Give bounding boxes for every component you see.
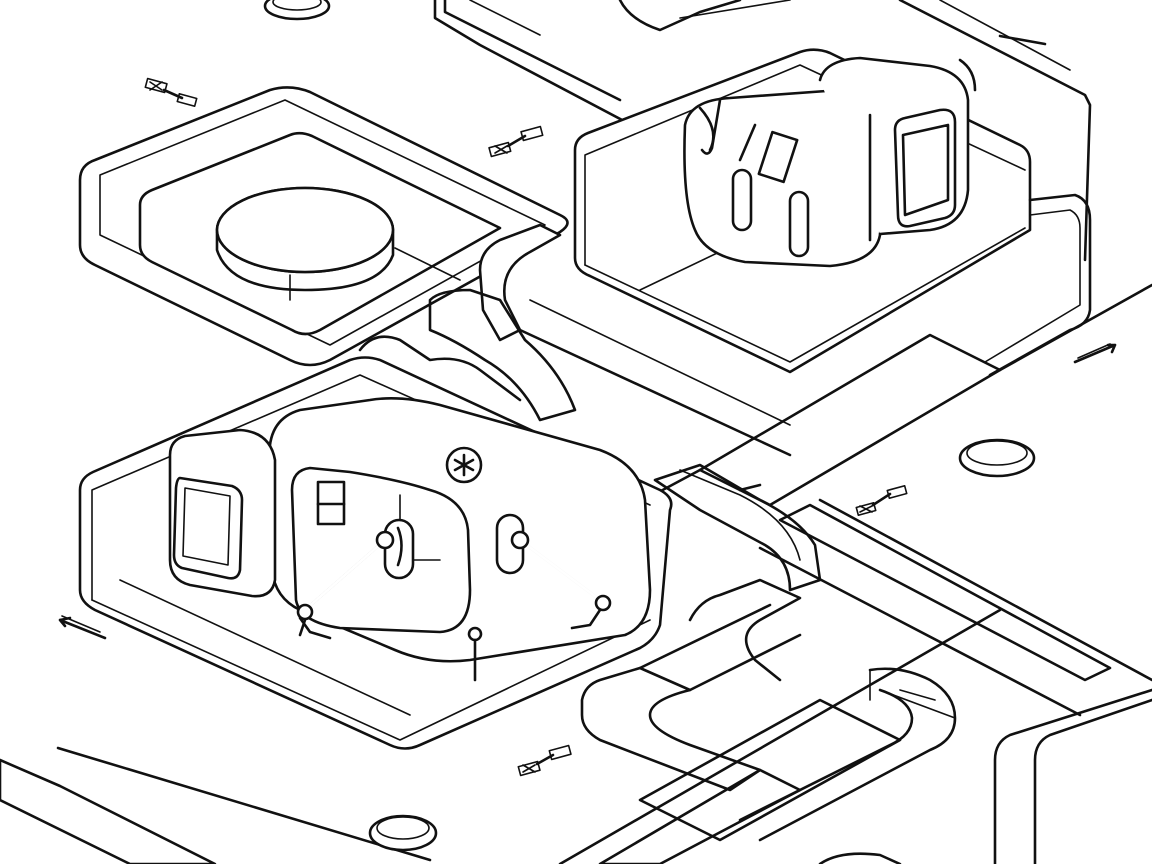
robotic-arm-left — [296, 518, 415, 640]
conveyor-lower-loop — [580, 578, 957, 842]
connector-icon — [488, 125, 544, 158]
disc-icon — [958, 438, 1036, 478]
lower-pod — [168, 335, 652, 663]
disc-icon — [263, 0, 331, 21]
connector-icon — [144, 77, 198, 107]
connector-icon — [517, 744, 572, 777]
upper-pod — [683, 56, 977, 268]
conveyor-right — [653, 463, 822, 592]
arrow-icon — [58, 615, 107, 640]
connector-icon — [855, 485, 908, 516]
right-edge-structure — [993, 688, 1152, 864]
right-pipe — [984, 193, 1092, 377]
antenna — [467, 626, 483, 682]
bottom-right-disc — [818, 852, 902, 864]
robotic-arm-right — [495, 513, 612, 630]
roadway-right-lower — [758, 498, 1152, 717]
disc-icon — [368, 814, 438, 852]
asterisk-emblem-icon — [445, 446, 483, 484]
oval-platform — [215, 186, 395, 292]
arrow-icon — [998, 34, 1047, 46]
arrow-icon — [1073, 343, 1117, 364]
top-structure — [433, 0, 1092, 262]
roadway-lower-left — [0, 746, 432, 864]
conveyor-upper — [428, 223, 792, 457]
